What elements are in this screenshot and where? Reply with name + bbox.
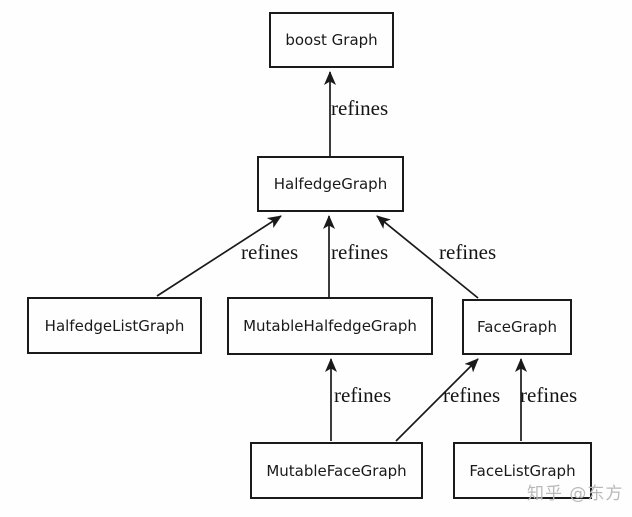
- node-boost-graph-label: boost Graph: [285, 31, 378, 49]
- node-halfedge-list-graph-label: HalfedgeListGraph: [44, 316, 185, 335]
- node-face-graph: FaceGraph: [462, 299, 572, 355]
- edge-label-refines: refines: [443, 383, 501, 407]
- node-mutable-halfedge-graph-label: MutableHalfedgeGraph: [243, 317, 417, 335]
- node-face-graph-label: FaceGraph: [477, 318, 557, 336]
- node-halfedge-graph: HalfedgeGraph: [257, 156, 404, 212]
- edge-label-refines: refines: [241, 240, 299, 264]
- watermark: 知乎 @东方: [527, 484, 624, 504]
- node-boost-graph: boost Graph: [269, 12, 394, 68]
- node-face-list-graph: FaceListGraph: [453, 442, 592, 499]
- node-mutable-face-graph: MutableFaceGraph: [250, 442, 423, 499]
- edge-label-refines: refines: [331, 96, 389, 120]
- node-face-list-graph-label: FaceListGraph: [469, 461, 576, 480]
- edge-label-refines: refines: [439, 240, 497, 264]
- node-mutable-face-graph-label: MutableFaceGraph: [266, 461, 407, 480]
- edge-label-refines: refines: [520, 383, 578, 407]
- edge-label-refines: refines: [334, 383, 392, 407]
- edge-label-refines: refines: [331, 240, 389, 264]
- node-mutable-halfedge-graph: MutableHalfedgeGraph: [227, 297, 433, 355]
- node-halfedge-graph-label: HalfedgeGraph: [273, 175, 388, 193]
- node-halfedge-list-graph: HalfedgeListGraph: [27, 297, 202, 354]
